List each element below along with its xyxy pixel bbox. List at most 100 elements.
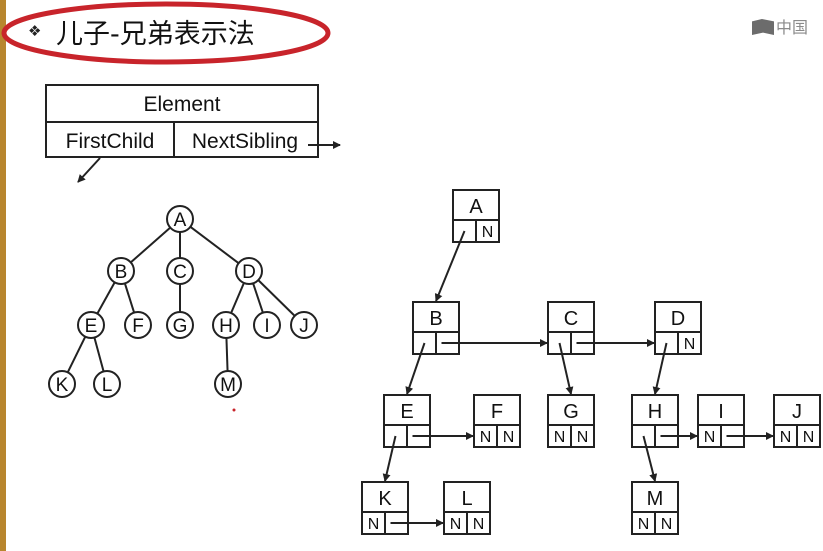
cs-node-label: F <box>491 401 503 423</box>
tree-node-circle <box>166 311 194 339</box>
cs-node-label: L <box>461 488 472 510</box>
tree-edge-B-F <box>123 283 136 313</box>
tree-node-circle <box>212 311 240 339</box>
cs-node-B: B <box>412 301 460 355</box>
logo-icon <box>752 19 774 35</box>
tree-node-H: H <box>212 311 240 339</box>
cs-node-label: A <box>469 196 483 218</box>
left-accent-bar <box>0 0 6 551</box>
slide-title: 儿子-兄弟表示法 <box>56 19 255 50</box>
cs-null-first-child: N <box>638 516 650 533</box>
tree-node-circle <box>124 311 152 339</box>
cs-null-next-sibling: N <box>803 429 815 446</box>
cs-first-child-link-D-H <box>652 342 668 395</box>
cs-null-next-sibling: N <box>661 516 673 533</box>
cs-node-label: I <box>718 401 724 423</box>
tree-edge-H-M <box>225 337 229 372</box>
tree-node-B: B <box>107 257 135 285</box>
cs-node-A: AN <box>452 189 500 243</box>
tree-edge-A-D <box>189 226 240 264</box>
tree-node-circle <box>214 370 242 398</box>
cs-first-child-link-E-K <box>382 435 397 482</box>
tree-node-label: I <box>264 316 269 337</box>
stray-dot <box>232 408 236 412</box>
cs-first-child-link-A-B <box>434 230 466 302</box>
cs-null-first-child: N <box>368 516 380 533</box>
tree-node-label: C <box>173 262 187 283</box>
tree-node-I: I <box>253 311 281 339</box>
tree-node-J: J <box>290 311 318 339</box>
cs-null-first-child: N <box>704 429 716 446</box>
title-ellipse <box>1 1 331 65</box>
tree-node-label: F <box>132 316 144 337</box>
tree-node-D: D <box>235 257 263 285</box>
tree-node-circle <box>290 311 318 339</box>
legend-first-child-label: FirstChild <box>66 130 155 153</box>
tree-node-F: F <box>124 311 152 339</box>
tree-edge-A-B <box>130 226 171 264</box>
tree-node-label: B <box>115 262 128 283</box>
tree-node-circle <box>166 205 194 233</box>
tree-edge-D-H <box>230 282 245 314</box>
cs-null-first-child: N <box>554 429 566 446</box>
tree-node-label: J <box>299 316 309 337</box>
cs-null-next-sibling: N <box>577 429 589 446</box>
tree-node-C: C <box>166 257 194 285</box>
cs-null-first-child: N <box>450 516 462 533</box>
legend-next-sibling-label: NextSibling <box>192 130 298 153</box>
tree-node-circle <box>166 257 194 285</box>
cs-node-E: E <box>383 394 431 448</box>
tree-edge-E-K <box>66 336 87 373</box>
cs-null-next-sibling: N <box>482 224 494 241</box>
tree-node-label: H <box>219 316 233 337</box>
tree-node-K: K <box>48 370 76 398</box>
logo-text: 中国 <box>776 18 809 37</box>
cs-node-label: B <box>429 308 442 330</box>
tree-node-circle <box>235 257 263 285</box>
cs-null-first-child: N <box>480 429 492 446</box>
tree-node-A: A <box>166 205 194 233</box>
cs-first-child-link-B-E <box>405 342 426 395</box>
legend-element-label: Element <box>143 93 220 116</box>
legend-first-child-arrow <box>77 157 101 183</box>
tree-node-label: A <box>174 210 187 231</box>
tree-node-label: K <box>56 375 69 396</box>
title-bullet-icon: ❖ <box>28 23 42 40</box>
cs-node-label: C <box>564 308 578 330</box>
tree-node-circle <box>48 370 76 398</box>
cs-node-label: H <box>648 401 662 423</box>
cs-node-label: M <box>647 488 664 510</box>
tree-node-E: E <box>77 311 105 339</box>
slide-title-area: ❖ 儿子-兄弟表示法 <box>0 0 823 70</box>
tree-node-label: G <box>173 316 188 337</box>
cs-node-K: KN <box>361 481 409 535</box>
tree-node-G: G <box>166 311 194 339</box>
tree-node-label: M <box>220 375 236 396</box>
tree-node-circle <box>77 311 105 339</box>
cs-null-first-child: N <box>780 429 792 446</box>
cs-first-child-link-C-G <box>558 342 574 395</box>
cs-null-next-sibling: N <box>503 429 515 446</box>
general-tree: A B C D E F G H I J K L M <box>48 205 318 398</box>
cs-node-D: DN <box>654 301 702 355</box>
cs-node-box <box>631 481 679 535</box>
cs-node-label: D <box>671 308 685 330</box>
tree-edge-D-I <box>252 283 264 313</box>
cs-node-C: C <box>547 301 595 355</box>
tree-node-label: E <box>85 316 98 337</box>
cs-null-next-sibling: N <box>473 516 485 533</box>
cs-node-I: IN <box>697 394 745 448</box>
cs-null-next-sibling: N <box>684 336 696 353</box>
cs-first-child-link-H-M <box>642 435 658 482</box>
logo: 中国 <box>752 14 808 38</box>
tree-node-L: L <box>93 370 121 398</box>
tree-node-circle <box>107 257 135 285</box>
cs-node-label: G <box>563 401 579 423</box>
tree-node-circle <box>253 311 281 339</box>
